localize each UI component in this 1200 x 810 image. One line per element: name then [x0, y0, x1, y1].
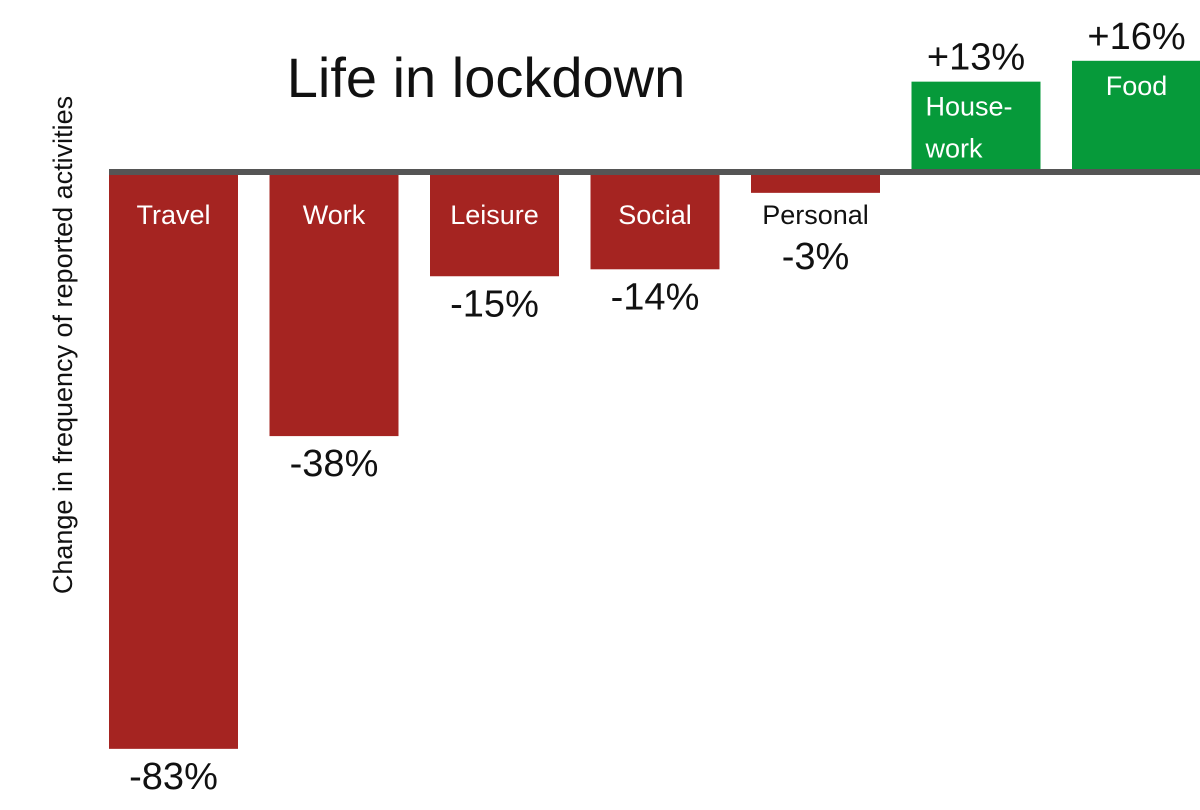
value-label-work: -38% [290, 443, 379, 485]
bar-personal [751, 172, 880, 193]
category-label-travel: Travel [136, 200, 210, 230]
bar-work [269, 172, 399, 437]
chart-title: Life in lockdown [287, 46, 685, 109]
category-label-housework-line2: work [925, 134, 984, 164]
category-label-work: Work [303, 200, 366, 230]
value-label-social: -14% [611, 276, 700, 318]
bars-group: Travel -83% Work -38% Leisure -15% Social -14% P… [109, 16, 1200, 798]
bar-housework [911, 81, 1041, 172]
bar-social [590, 172, 720, 270]
value-label-travel: -83% [129, 756, 218, 798]
category-label-food: Food [1106, 71, 1168, 101]
category-label-leisure: Leisure [450, 200, 539, 230]
category-label-personal: Personal [762, 200, 869, 230]
bar-leisure [430, 172, 559, 277]
value-label-personal: -3% [782, 236, 850, 278]
category-label-housework-line1: House- [926, 92, 1013, 122]
value-label-leisure: -15% [450, 283, 539, 325]
value-label-food: +16% [1087, 16, 1185, 58]
category-label-social: Social [618, 200, 692, 230]
y-axis-label: Change in frequency of reported activiti… [48, 96, 78, 594]
bar-food [1072, 60, 1200, 172]
value-label-housework: +13% [927, 37, 1025, 79]
bar-travel [109, 172, 238, 749]
